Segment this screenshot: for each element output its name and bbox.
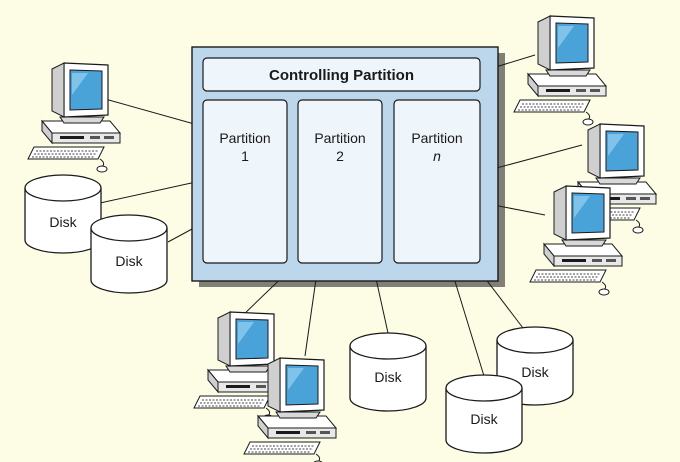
partition-n-label: Partition: [411, 130, 462, 146]
partition-1-number: 1: [241, 148, 249, 164]
controlling-partition-label: Controlling Partition: [269, 67, 414, 84]
partition-2-label: Partition: [314, 130, 365, 146]
partition-1: Partition 1: [202, 99, 288, 264]
partition-n: Partition n: [393, 99, 481, 264]
partition-2: Partition 2: [297, 99, 383, 264]
disk-3: Disk: [349, 332, 427, 412]
disk-label: Disk: [115, 253, 143, 269]
disk-2: Disk: [90, 214, 168, 294]
disk-1: Disk: [24, 174, 102, 254]
partition-n-number: n: [433, 148, 441, 164]
controlling-partition: Controlling Partition: [202, 57, 481, 92]
partition-2-number: 2: [336, 148, 344, 164]
disk-label: Disk: [374, 369, 402, 385]
disk-label: Disk: [521, 364, 549, 380]
partition-1-label: Partition: [219, 130, 270, 146]
disk-4: Disk: [496, 326, 574, 406]
disk-label: Disk: [470, 411, 498, 427]
disk-label: Disk: [49, 214, 77, 230]
disk-5: Disk: [445, 374, 523, 454]
